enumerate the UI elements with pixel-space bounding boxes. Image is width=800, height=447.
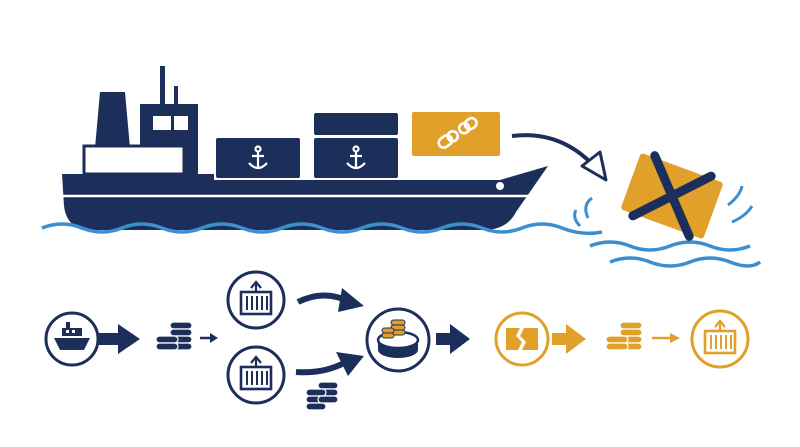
anchor-icon	[346, 145, 366, 170]
container-top-middle	[314, 113, 398, 135]
flow-arrow-curved	[295, 352, 364, 376]
splash-mark	[727, 185, 744, 207]
wave-line	[589, 240, 751, 252]
wave-line	[41, 222, 603, 236]
splash-mark	[584, 196, 593, 219]
flow-arrow-curved	[296, 288, 364, 312]
flow-node-ship	[44, 311, 100, 367]
overboard-arrow	[511, 133, 608, 182]
ship-hull	[62, 166, 548, 230]
broken-chain-icon	[437, 116, 478, 149]
coin-stack-icon	[305, 381, 339, 411]
ship-icon	[54, 322, 90, 350]
flow-node-broken-container	[494, 311, 550, 367]
process-flow	[44, 270, 750, 411]
bridge-window	[153, 116, 171, 130]
splash-mark	[731, 205, 754, 224]
flow-node-container-coins	[365, 307, 431, 373]
wave-line	[609, 256, 762, 268]
flow-node-container-gold	[690, 309, 750, 369]
anchor-icon	[248, 145, 268, 170]
container-with-coins-icon	[376, 319, 420, 358]
flow-node-container-bottom	[226, 345, 286, 405]
porthole	[496, 182, 504, 190]
flow-arrow-small	[200, 333, 218, 343]
flow-arrow-small	[652, 333, 680, 343]
coin-stack-icon	[605, 321, 643, 351]
ship-antenna	[174, 86, 178, 106]
cargo-ship	[62, 66, 548, 230]
flow-node-container-top	[226, 270, 286, 330]
ship-deckhouse	[82, 144, 186, 176]
broken-container-icon	[506, 328, 538, 350]
overboard-container	[621, 151, 723, 241]
ship-mast	[160, 66, 165, 106]
coin-stack-icon	[155, 321, 193, 351]
x-mark-icon	[628, 151, 716, 241]
sea-water	[41, 185, 762, 268]
flow-arrow-block	[552, 324, 586, 354]
splash-mark	[573, 209, 582, 228]
bridge-window	[174, 116, 188, 130]
flow-arrow-block	[98, 324, 140, 354]
ship-funnel	[95, 92, 130, 148]
flow-arrow-block	[436, 324, 470, 354]
